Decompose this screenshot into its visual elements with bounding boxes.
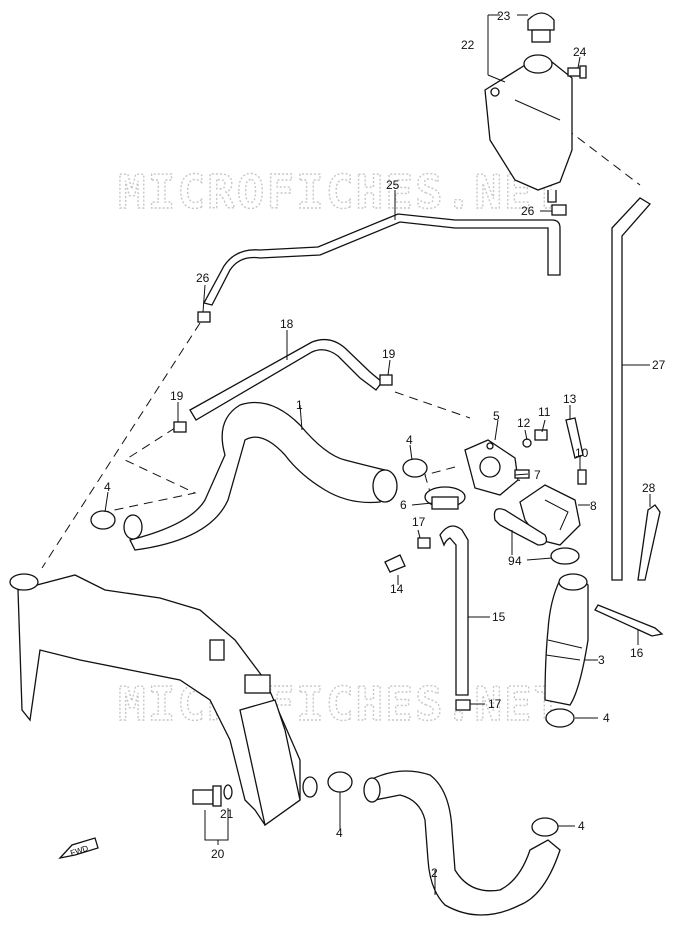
bolt-11[interactable] bbox=[534, 429, 548, 441]
clip-26-b[interactable] bbox=[551, 204, 567, 216]
bypass-hose[interactable] bbox=[189, 338, 383, 421]
breather-hose[interactable] bbox=[439, 525, 469, 696]
callout-2: 2 bbox=[431, 866, 438, 880]
lower-radiator-hose[interactable] bbox=[363, 770, 561, 916]
callout-25: 25 bbox=[386, 178, 400, 192]
callout-19-right: 19 bbox=[382, 347, 396, 361]
bracket[interactable] bbox=[565, 417, 584, 459]
clip-17-bottom[interactable] bbox=[455, 699, 471, 711]
callout-16: 16 bbox=[630, 646, 644, 660]
bolt-10[interactable] bbox=[577, 469, 587, 485]
o-ring[interactable] bbox=[493, 508, 548, 546]
washer-12[interactable] bbox=[522, 438, 532, 448]
callout-10: 10 bbox=[575, 446, 589, 460]
thermostat-cover[interactable] bbox=[464, 439, 519, 496]
callout-19-left: 19 bbox=[170, 389, 184, 403]
upper-radiator-hose[interactable] bbox=[123, 401, 398, 551]
callout-4-upper: 4 bbox=[406, 433, 413, 447]
callout-4-bottom-right: 4 bbox=[578, 819, 585, 833]
clamp-a[interactable] bbox=[90, 510, 116, 530]
clip-17-top[interactable] bbox=[417, 537, 431, 549]
callout-17-lower: 17 bbox=[488, 697, 502, 711]
callout-8: 8 bbox=[590, 499, 597, 513]
callout-3: 3 bbox=[598, 653, 605, 667]
callout-14: 14 bbox=[390, 582, 404, 596]
callout-4-lower-right: 4 bbox=[603, 711, 610, 725]
long-hose[interactable] bbox=[611, 197, 652, 581]
clamp-d[interactable] bbox=[545, 708, 575, 728]
callout-12: 12 bbox=[517, 416, 531, 430]
overflow-hose[interactable] bbox=[203, 213, 561, 306]
fwd-arrow: FWD bbox=[58, 837, 99, 860]
callout-17-upper: 17 bbox=[412, 515, 426, 529]
callout-6: 6 bbox=[400, 498, 407, 512]
thermostat-outlet-hose[interactable] bbox=[544, 573, 589, 706]
callout-18: 18 bbox=[280, 317, 294, 331]
reservoir-cap[interactable] bbox=[527, 12, 555, 43]
clip-19-b[interactable] bbox=[379, 374, 393, 386]
clamp-c[interactable] bbox=[550, 547, 580, 565]
callout-4-left: 4 bbox=[104, 480, 111, 494]
reservoir-bolt[interactable] bbox=[567, 65, 587, 79]
callout-1: 1 bbox=[296, 398, 303, 412]
callout-24: 24 bbox=[573, 45, 587, 59]
callout-4-lower-mid: 4 bbox=[336, 826, 343, 840]
callout-22: 22 bbox=[461, 38, 475, 52]
clamp-f[interactable] bbox=[531, 817, 559, 837]
callout-27: 27 bbox=[652, 358, 666, 372]
clip-26-a[interactable] bbox=[197, 311, 211, 323]
leader-lines bbox=[104, 14, 651, 895]
callout-4-mid: 4 bbox=[515, 554, 522, 568]
callout-9: 9 bbox=[508, 554, 515, 568]
clamp-e[interactable] bbox=[327, 771, 353, 793]
callout-7: 7 bbox=[534, 468, 541, 482]
cable-tie-16[interactable] bbox=[594, 604, 664, 637]
callout-23: 23 bbox=[497, 9, 511, 23]
callout-labels: 23 22 24 25 26 26 18 19 27 13 19 1 5 12 … bbox=[104, 9, 666, 880]
callout-13: 13 bbox=[563, 392, 577, 406]
clamp-b[interactable] bbox=[402, 458, 428, 478]
callout-26-left: 26 bbox=[196, 271, 210, 285]
callout-5: 5 bbox=[493, 409, 500, 423]
reservoir-tank[interactable] bbox=[484, 54, 573, 203]
callout-15: 15 bbox=[492, 610, 506, 624]
radiator[interactable] bbox=[9, 573, 318, 827]
cable-tie-28[interactable] bbox=[637, 504, 661, 581]
callout-11: 11 bbox=[538, 405, 551, 419]
watermark-top: MICROFICHES.NET bbox=[118, 165, 563, 219]
thermostat[interactable] bbox=[424, 486, 466, 510]
gasket-21[interactable] bbox=[223, 784, 233, 800]
callout-26-right: 26 bbox=[521, 204, 535, 218]
callout-28: 28 bbox=[642, 481, 656, 495]
clip-19-a[interactable] bbox=[173, 421, 187, 433]
callout-21: 21 bbox=[220, 807, 234, 821]
callout-20: 20 bbox=[211, 847, 225, 861]
bolt-14[interactable] bbox=[384, 554, 406, 573]
fitting-20[interactable] bbox=[192, 785, 222, 807]
